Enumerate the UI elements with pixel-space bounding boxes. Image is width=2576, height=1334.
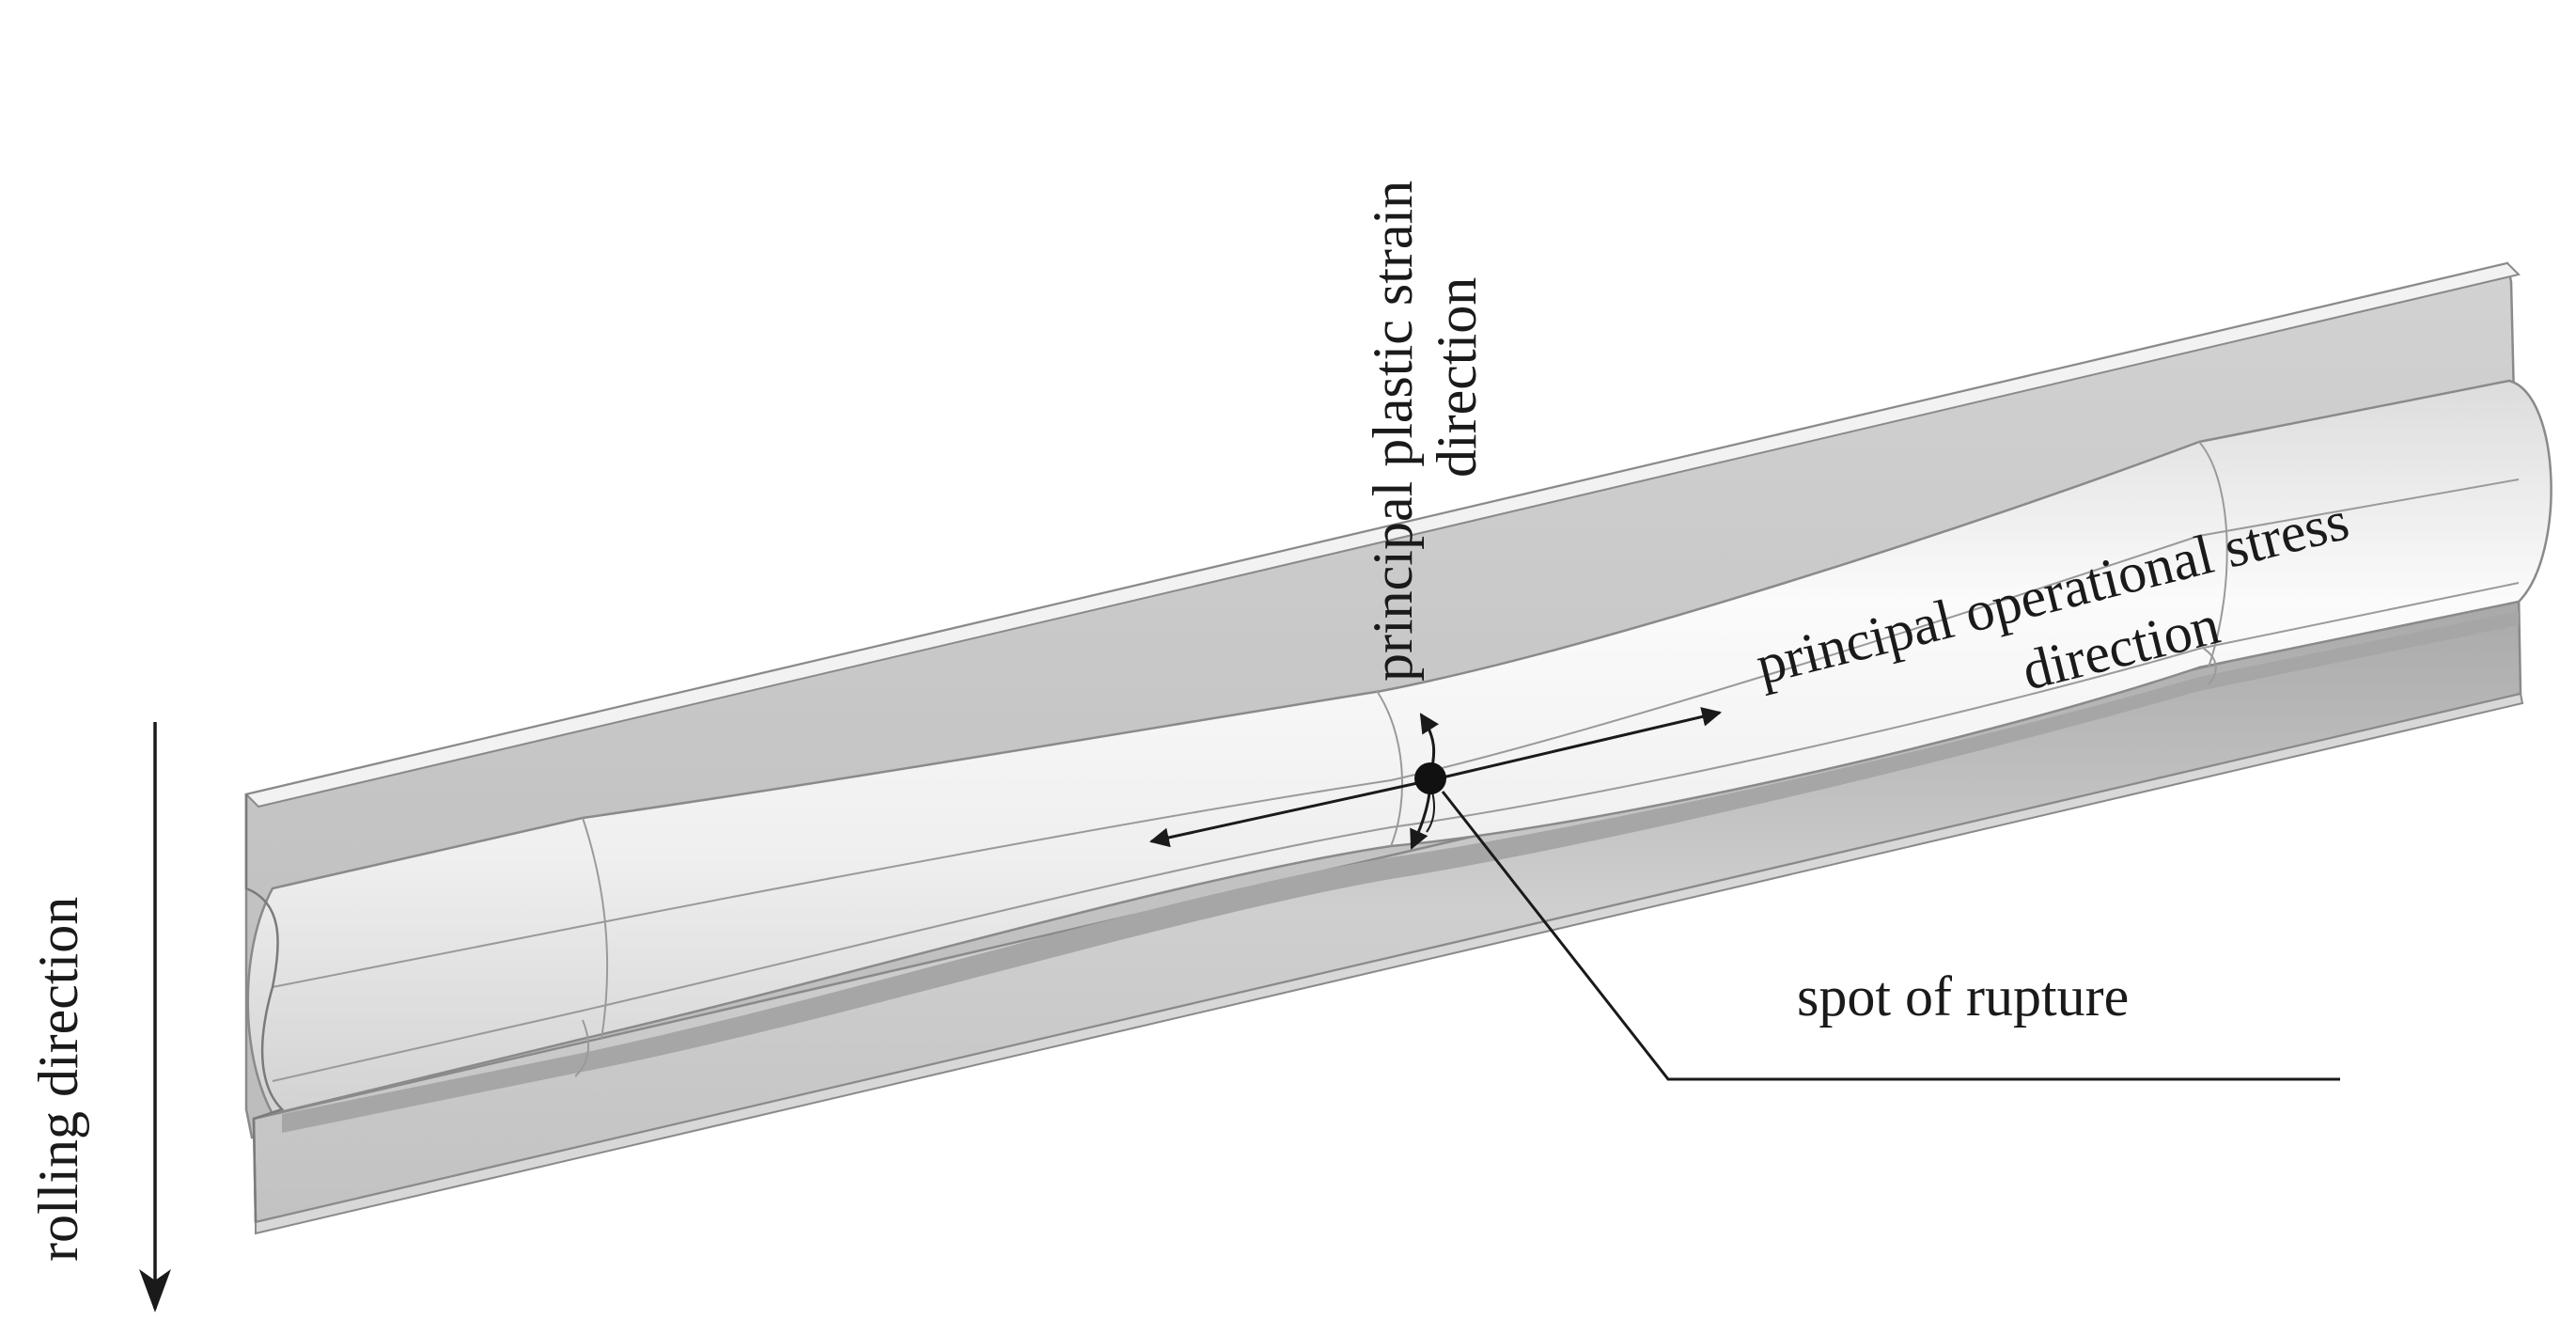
seam-right xyxy=(2198,441,2228,668)
groove-highlight xyxy=(272,479,2520,988)
label-rolling-direction: rolling direction xyxy=(27,897,89,1262)
rupture-spot-dot xyxy=(1414,762,1446,794)
end-profile xyxy=(244,794,285,1223)
groove-lower-edge xyxy=(272,582,2520,1082)
rolling-direction-arrowhead xyxy=(139,1269,171,1312)
operational-stress-arrow-left xyxy=(1148,778,1431,848)
rolling-direction-indicator xyxy=(139,722,171,1312)
top-lip xyxy=(244,261,2521,808)
label-plastic-strain-line2: direction xyxy=(1426,277,1488,478)
seam-right-lower xyxy=(2203,648,2217,685)
stress-arrows xyxy=(1148,707,2340,1081)
operational-stress-arrow-right xyxy=(1429,707,1723,782)
lower-flange-edge xyxy=(255,692,2524,1235)
seam-left xyxy=(582,817,609,1040)
rail-body xyxy=(244,261,2553,1235)
seam-left-lower xyxy=(574,1019,590,1077)
groove-shadow xyxy=(282,611,2519,1133)
label-spot-of-rupture: spot of rupture xyxy=(1797,965,2129,1028)
seam-center xyxy=(1376,690,1403,847)
rupture-leader-line xyxy=(1441,791,2340,1081)
label-plastic-strain-line1: principal plastic strain xyxy=(1362,180,1424,682)
